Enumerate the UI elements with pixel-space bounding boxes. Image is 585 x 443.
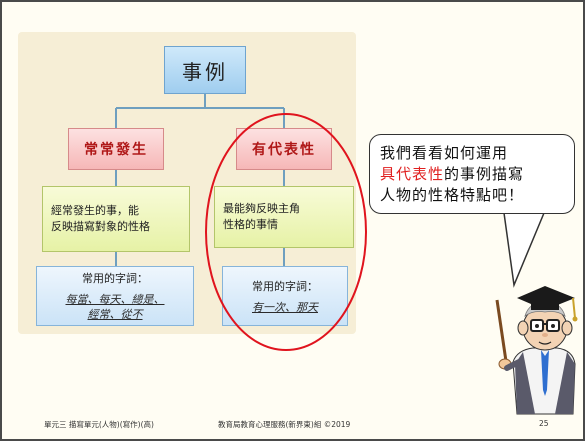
speech-bubble-tail — [503, 212, 545, 288]
highlight-ellipse — [205, 113, 367, 351]
description-frequent-line-1: 經常發生的事，能 — [51, 204, 139, 217]
bubble-line-1: 我們看看如何運用 — [380, 144, 509, 162]
description-representative: 最能夠反映主角 性格的事情 — [214, 186, 354, 248]
words-representative-title: 常用的字詞： — [252, 279, 318, 293]
words-representative-line-1: 有一次、那天 — [252, 300, 318, 314]
footer-organization: 教育局教育心理服務(新界東)組 ©2019 — [218, 420, 351, 429]
bubble-highlight: 具代表性 — [380, 165, 445, 183]
root-label: 事例 — [182, 59, 228, 84]
category-frequent: 常常發生 — [68, 128, 164, 170]
category-representative-label: 有代表性 — [252, 142, 316, 158]
words-representative: 常用的字詞： 有一次、那天 — [222, 266, 348, 326]
words-frequent-line-2: 經常、從不 — [87, 308, 143, 321]
description-representative-line-2: 性格的事情 — [223, 218, 278, 231]
category-frequent-label: 常常發生 — [84, 142, 148, 158]
professor-illustration — [495, 286, 578, 415]
speech-bubble: 我們看看如何運用 具代表性的事例描寫 人物的性格特點吧！ — [369, 134, 575, 214]
words-frequent-line-1: 每當、每天、總是、 — [65, 293, 165, 306]
words-frequent: 常用的字詞： 每當、每天、總是、 經常、從不 — [36, 266, 194, 326]
description-frequent-line-2: 反映描寫對象的性格 — [51, 220, 150, 233]
description-representative-line-1: 最能夠反映主角 — [223, 202, 300, 215]
bubble-line-2: 具代表性的事例描寫 — [380, 164, 564, 185]
description-frequent: 經常發生的事，能 反映描寫對象的性格 — [42, 186, 190, 252]
page-number: 25 — [539, 419, 549, 428]
bubble-line-2-rest: 的事例描寫 — [444, 165, 525, 183]
bubble-line-3: 人物的性格特點吧！ — [380, 186, 525, 204]
footer-unit: 單元三 描寫單元(人物)(寫作)(高) — [44, 420, 154, 429]
words-frequent-title: 常用的字詞： — [82, 272, 148, 285]
bubble-tail-join — [509, 207, 543, 211]
category-representative: 有代表性 — [236, 128, 332, 170]
root-node: 事例 — [164, 46, 246, 94]
